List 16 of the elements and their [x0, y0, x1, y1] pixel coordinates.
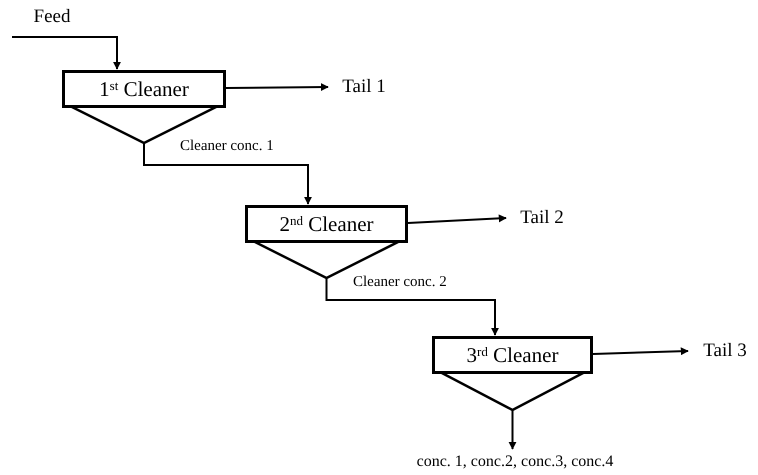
arrow — [408, 214, 507, 224]
arrow — [143, 143, 312, 205]
stream-label: Tail 1 — [342, 75, 386, 99]
stream-label: conc. 1, conc.2, conc.3, conc.4 — [416, 452, 614, 472]
cell-label: 3$^{rd}$ Cleaner — [466, 342, 558, 368]
arrow — [12, 36, 121, 70]
stream-label: Tail 3 — [703, 339, 747, 363]
flotation-cell — [432, 336, 593, 411]
arrow — [226, 83, 329, 92]
arrow — [592, 347, 689, 356]
stream-label: Tail 2 — [520, 206, 564, 230]
cell-label: 2$^{nd}$ Cleaner — [279, 211, 374, 237]
cell-label: 1$^{st}$ Cleaner — [99, 76, 189, 102]
arrow — [326, 278, 499, 336]
arrow — [508, 410, 516, 450]
stream-label: Feed — [34, 5, 70, 29]
